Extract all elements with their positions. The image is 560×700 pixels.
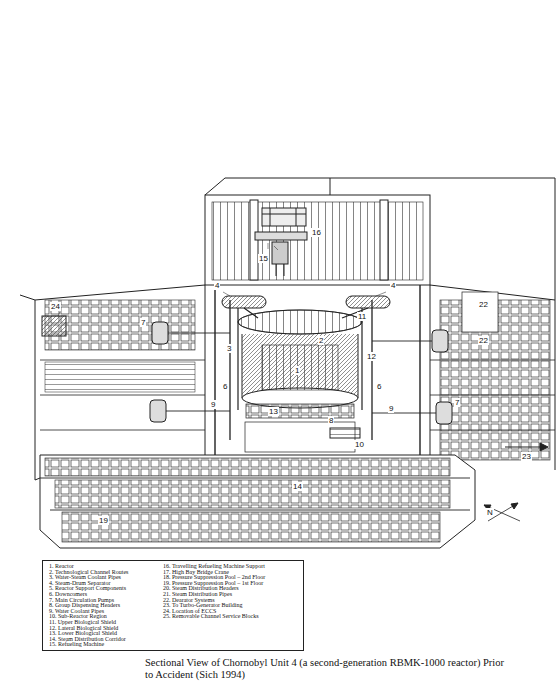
callout-number: 2 <box>318 336 324 345</box>
drawing-part <box>430 285 555 470</box>
drawing-part <box>58 243 386 316</box>
drawing-part <box>540 443 548 451</box>
callout-number: 22 <box>478 300 489 309</box>
callout-number: 8 <box>328 416 334 425</box>
callout-number: 23 <box>521 452 532 461</box>
drawing-part <box>20 178 555 548</box>
drawing-part <box>430 360 555 430</box>
drawing-part <box>40 455 475 548</box>
drawing-part <box>242 334 358 398</box>
drawing-part <box>262 208 306 226</box>
callout-number: N <box>486 508 494 517</box>
drawing-part <box>238 310 362 334</box>
callout-number: 12 <box>366 352 377 361</box>
callout-number: 24 <box>50 302 61 311</box>
drawing-part <box>262 208 306 226</box>
drawing-part <box>462 292 498 332</box>
callout-number: 15 <box>258 254 269 263</box>
callout-number: 6 <box>222 382 228 391</box>
callout-number: 14 <box>292 482 303 491</box>
drawing-part <box>150 400 166 422</box>
drawing-part <box>245 422 355 452</box>
legend-column: 1. Reactor2. Technological Channel Route… <box>49 564 128 648</box>
drawing-part <box>346 296 390 308</box>
drawing-part <box>42 316 66 336</box>
callout-number: 10 <box>354 440 365 449</box>
drawing-part <box>166 333 436 413</box>
drawing-part <box>262 345 338 390</box>
callout-number: 9 <box>388 404 394 413</box>
drawing-part <box>484 503 520 521</box>
legend-column: 16. Travelling Refueling Machine Support… <box>163 564 265 620</box>
drawing-part <box>205 195 430 285</box>
drawing-part <box>152 322 168 344</box>
drawing-part <box>255 232 307 240</box>
drawing-part <box>436 402 452 424</box>
callout-number: 16 <box>311 228 322 237</box>
callout-number: 4 <box>390 281 396 290</box>
drawing-part <box>505 447 540 448</box>
callout-number: 9 <box>210 400 216 409</box>
drawing-part <box>238 310 362 334</box>
drawing-part <box>272 242 288 264</box>
legend-entry: 25. Removable Channel Service Blocks <box>163 614 265 620</box>
drawing-part <box>45 300 195 350</box>
drawing-part <box>215 285 420 455</box>
callout-number: 4 <box>214 281 220 290</box>
drawing-part <box>20 285 205 455</box>
callout-number: 7 <box>140 318 146 327</box>
drawing-part <box>62 512 440 542</box>
drawing-part <box>45 458 450 476</box>
drawing-part <box>238 308 368 410</box>
drawing-part <box>276 264 284 276</box>
legend-entry: 15. Refueling Machine <box>49 642 128 648</box>
drawing-part <box>432 330 448 352</box>
drawing-part <box>35 285 205 480</box>
drawing-part <box>205 178 330 195</box>
drawing-part <box>40 360 205 430</box>
drawing-part <box>40 478 470 510</box>
callout-number: 11 <box>357 312 367 321</box>
callout-number: 1 <box>294 366 300 375</box>
drawing-part <box>330 428 360 438</box>
callout-number: 7 <box>454 398 460 407</box>
drawing-part <box>246 404 354 418</box>
drawing-part <box>380 200 388 280</box>
drawing-part <box>212 202 423 280</box>
figure-caption: Sectional View of Chornobyl Unit 4 (a se… <box>145 657 505 681</box>
drawing-part <box>242 334 358 398</box>
callout-number: 19 <box>98 516 109 525</box>
callout-number: 6 <box>376 382 382 391</box>
drawing-part <box>222 296 266 308</box>
drawing-part <box>55 480 450 508</box>
callout-number: 3 <box>226 344 232 353</box>
legend-list-box: 1. Reactor2. Technological Channel Route… <box>42 560 304 651</box>
drawing-part <box>230 300 372 440</box>
callout-number: 13 <box>268 407 279 416</box>
drawing-part <box>45 362 195 392</box>
callout-number: 22 <box>478 336 489 345</box>
